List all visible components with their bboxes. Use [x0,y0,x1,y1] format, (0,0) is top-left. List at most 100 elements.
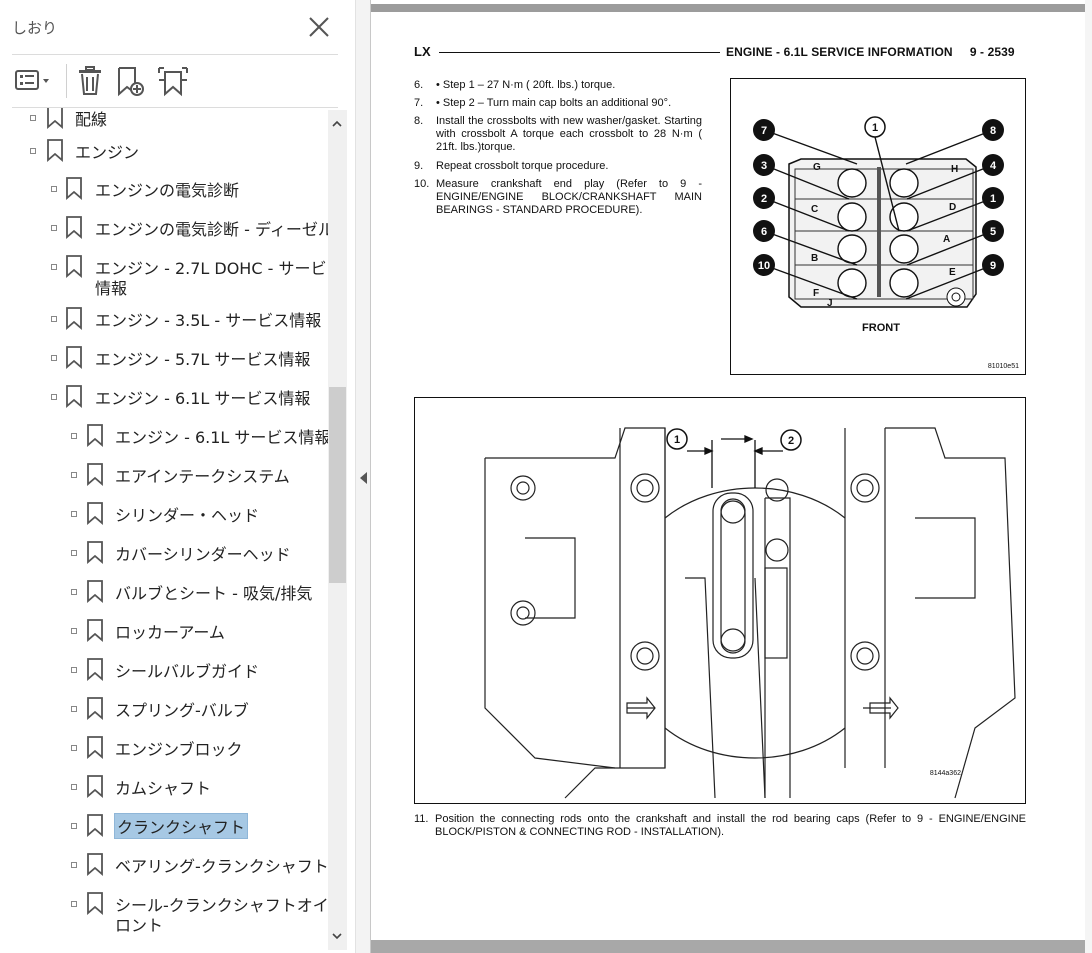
expander-icon[interactable] [30,115,36,121]
expander-icon[interactable] [71,433,77,439]
expander-icon[interactable] [51,394,57,400]
callout-6: 6 [761,226,767,238]
bookmark-item[interactable]: エンジン [0,133,328,169]
figure-id: 8144a362 [930,770,961,777]
bookmark-item[interactable]: エンジン - 3.5L - サービス情報 [0,301,328,337]
list-options-icon[interactable] [14,64,54,98]
step-text: Install the crossbolts with new washer/g… [436,115,702,153]
callout-2: 2 [788,435,794,447]
bookmark-item[interactable]: スプリング-バルブ [0,691,328,727]
chevron-down-icon[interactable] [331,930,343,942]
find-current-bookmark-icon[interactable] [156,64,190,98]
bookmark-icon [87,658,103,681]
new-bookmark-icon[interactable] [114,64,148,98]
expander-icon[interactable] [71,667,77,673]
step-number: 9. [414,160,424,172]
bookmark-item[interactable]: シリンダー・ヘッド [0,496,328,532]
step-number: 6. [414,79,424,91]
trash-icon[interactable] [76,64,104,98]
collapse-arrow-icon[interactable] [360,472,367,484]
svg-text:C: C [811,204,818,215]
expander-icon[interactable] [30,148,36,154]
expander-icon[interactable] [51,355,57,361]
expander-icon[interactable] [71,745,77,751]
bookmark-item[interactable]: ロッカーアーム [0,613,328,649]
bookmark-label: カムシャフト [115,779,212,798]
pane-splitter[interactable] [355,0,371,953]
bookmark-item[interactable]: ベアリング-クランクシャフトメイン [0,847,328,883]
bookmark-label: シールバルブガイド [115,662,260,681]
page-header-right: ENGINE - 6.1L SERVICE INFORMATION 9 - 25… [726,45,1015,59]
expander-icon[interactable] [71,589,77,595]
bookmark-item[interactable]: クランクシャフト [0,808,328,844]
expander-icon[interactable] [71,706,77,712]
expander-icon[interactable] [71,784,77,790]
bookmark-icon [87,814,103,837]
expander-icon[interactable] [71,901,77,907]
bookmark-item[interactable]: エンジン - 2.7L DOHC - サービス情報 [0,249,328,298]
bookmark-item[interactable]: カバーシリンダーヘッド [0,535,328,571]
expander-icon[interactable] [51,225,57,231]
expander-icon[interactable] [71,472,77,478]
bookmark-label: エンジンブロック [115,740,243,759]
procedure-step: 10.Measure crankshaft end play (Refer to… [414,178,702,217]
expander-icon[interactable] [71,511,77,517]
expander-icon[interactable] [51,316,57,322]
bookmark-label: シール-クランクシャフトオイル-フ [115,896,328,915]
callout-8: 8 [990,125,996,137]
expander-icon[interactable] [71,550,77,556]
bookmark-item[interactable]: エンジン - 5.7L サービス情報 [0,340,328,376]
bookmark-item[interactable]: エンジンの電気診断 [0,171,328,207]
bookmark-item[interactable]: エンジン - 6.1L サービス情報 [0,379,328,415]
connecting-rod-illustration: 1 2 8144a362 [484,427,1016,799]
bookmark-item[interactable]: 配線 [0,108,328,136]
step-text: Position the connecting rods onto the cr… [435,813,1026,838]
bookmark-icon [47,108,63,129]
chevron-up-icon[interactable] [331,118,343,130]
bookmark-label: エンジン - 6.1L サービス情報 [95,389,311,408]
bookmark-icon [66,307,82,330]
bookmark-label: エンジン - 5.7L サービス情報 [95,350,311,369]
panel-title: しおり [12,19,58,37]
procedure-step: 8.Install the crossbolts with new washer… [414,115,702,154]
divider [12,54,338,55]
svg-text:F: F [813,288,819,299]
bookmark-label: スプリング-バルブ [115,701,249,720]
svg-text:J: J [827,298,833,309]
bookmark-label: エンジン [75,143,140,162]
bookmark-icon [87,697,103,720]
step-text: • Step 1 – 27 N·m ( 20ft. lbs.) torque. [436,79,616,91]
step-number: 10. [414,178,430,190]
bookmark-icon [66,216,82,239]
bookmark-item[interactable]: エンジン - 6.1L サービス情報 [0,418,328,454]
bookmark-item[interactable]: エンジンの電気診断 - ディーゼル [0,210,328,246]
expander-icon[interactable] [71,862,77,868]
bookmark-label: カバーシリンダーヘッド [115,545,291,564]
step-text: • Step 2 – Turn main cap bolts an additi… [436,97,672,109]
callout-2: 2 [761,193,767,205]
bookmark-item[interactable]: シール-クランクシャフトオイル-フロント [0,886,328,935]
bookmark-item[interactable]: エアインテークシステム [0,457,328,493]
document-scrollbar[interactable] [1085,0,1092,953]
bookmarks-panel: しおり 配線エンジンエンジンの電気診断エンジンの電気診断 - ディーゼルエンジン… [0,0,355,953]
bookmark-item[interactable]: バルブとシート - 吸気/排気 [0,574,328,610]
bookmark-label-continued: 情報 [95,279,128,298]
bookmark-item[interactable]: シールバルブガイド [0,652,328,688]
bookmark-icon [87,580,103,603]
expander-icon[interactable] [51,264,57,270]
expander-icon[interactable] [71,823,77,829]
page-header-left: LX [414,44,431,59]
scrollbar-thumb[interactable] [329,387,346,583]
procedure-step: 9.Repeat crossbolt torque procedure. [414,160,702,173]
svg-text:G: G [813,162,821,173]
bookmark-label: クランクシャフト [113,813,249,839]
bookmark-item[interactable]: エンジンブロック [0,730,328,766]
expander-icon[interactable] [51,186,57,192]
bookmark-label: エンジンの電気診断 [95,181,240,200]
close-icon[interactable] [306,14,332,40]
bookmark-tree: 配線エンジンエンジンの電気診断エンジンの電気診断 - ディーゼルエンジン - 2… [0,108,328,950]
bookmark-item[interactable]: カムシャフト [0,769,328,805]
expander-icon[interactable] [71,628,77,634]
